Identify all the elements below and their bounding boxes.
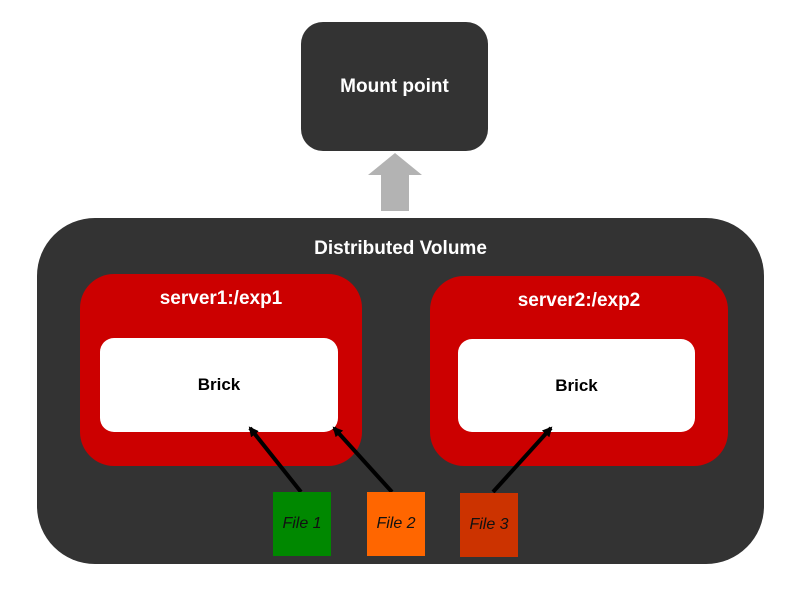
server2-brick-label: Brick: [555, 375, 598, 395]
server2-title: server2:/exp2: [517, 290, 641, 311]
file-1-label: File 1: [282, 515, 322, 532]
file-3-label: File 3: [469, 516, 509, 533]
volume-title: Distributed Volume: [314, 238, 487, 259]
server2-brick: Brick: [458, 339, 695, 432]
server1-title: server1:/exp1: [159, 288, 283, 309]
file-2: File 2: [367, 492, 425, 556]
mount-point-node: Mount point: [301, 22, 488, 151]
mount-point-label: Mount point: [340, 75, 449, 97]
server1-brick: Brick: [100, 338, 338, 432]
server1-brick-label: Brick: [197, 375, 241, 394]
file-1: File 1: [273, 492, 331, 556]
up-arrow-icon: [368, 153, 422, 211]
file-3: File 3: [460, 493, 518, 557]
file-2-label: File 2: [376, 515, 416, 532]
